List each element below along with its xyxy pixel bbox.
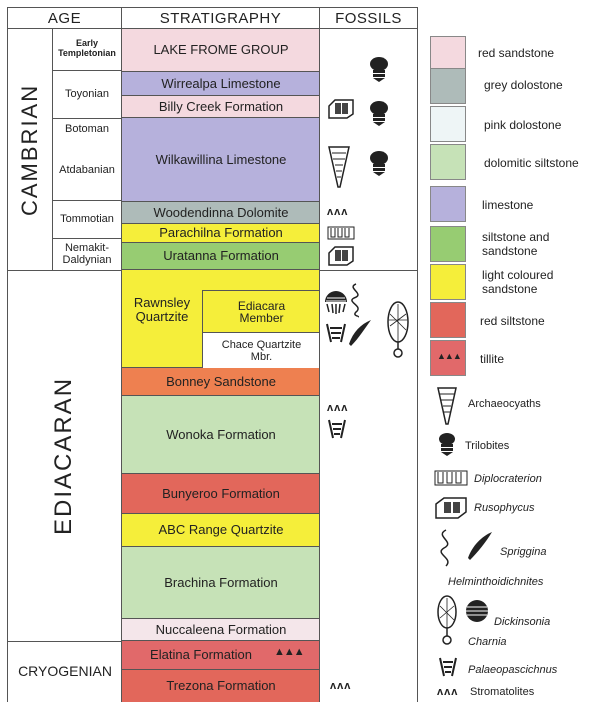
legend-rusophycus: Rusophycus bbox=[474, 502, 535, 514]
rock-legend: red sandstone grey dolostone pink dolost… bbox=[430, 36, 589, 416]
tillite-icon: ▲▲▲ bbox=[437, 351, 461, 361]
legend-spriggina: Spriggina bbox=[500, 546, 546, 558]
legend-dickinsonia: Dickinsonia bbox=[494, 616, 550, 628]
stromatolite-icon: ʌʌʌ bbox=[437, 686, 458, 698]
legend-swatch bbox=[430, 302, 466, 338]
age-header: AGE bbox=[7, 7, 122, 29]
trilobite-icon bbox=[369, 150, 389, 176]
era-cryogenian: CRYOGENIAN bbox=[9, 641, 121, 701]
legend-swatch bbox=[430, 36, 466, 72]
legend-swatch bbox=[430, 68, 466, 104]
rusophycus-icon bbox=[434, 496, 468, 520]
trilobite-icon bbox=[438, 432, 456, 456]
helminthoidichnites-icon bbox=[344, 282, 370, 318]
trilobite-icon bbox=[369, 56, 389, 82]
dickinsonia-icon bbox=[464, 598, 490, 624]
stage-botoman: Botoman bbox=[53, 118, 121, 140]
legend-swatch bbox=[430, 144, 466, 180]
legend-trilobites: Trilobites bbox=[465, 440, 509, 452]
legend-diplocraterion: Diplocraterion bbox=[474, 473, 542, 485]
palaeopascichnus-icon bbox=[325, 322, 347, 344]
legend-label: grey dolostone bbox=[484, 78, 589, 92]
palaeopascichnus-icon bbox=[438, 656, 458, 678]
legend-swatch bbox=[430, 106, 466, 142]
legend-swatch bbox=[430, 226, 466, 262]
palaeopascichnus-icon bbox=[327, 418, 347, 440]
fossils-header: FOSSILS bbox=[320, 7, 418, 29]
stromatolite-icon: ʌʌʌ bbox=[327, 402, 348, 414]
stromatolite-icon: ʌʌʌ bbox=[327, 206, 348, 218]
legend-label: dolomitic siltstone bbox=[484, 156, 589, 170]
legend-swatch bbox=[430, 264, 466, 300]
legend-label: tillite bbox=[480, 352, 585, 366]
charnia-icon bbox=[386, 300, 410, 358]
trilobite-icon bbox=[369, 100, 389, 126]
stage-atdabanian: Atdabanian bbox=[53, 140, 121, 200]
diplocraterion-icon bbox=[434, 470, 468, 486]
strat-border bbox=[122, 29, 320, 702]
spriggina-icon bbox=[345, 318, 373, 348]
stage-nemakit: Nemakit- Daldynian bbox=[53, 238, 121, 270]
archaeocyath-icon bbox=[327, 145, 351, 189]
fossils-column bbox=[320, 29, 418, 702]
legend-swatch bbox=[430, 186, 466, 222]
stage-tommotian: Tommotian bbox=[53, 200, 121, 238]
era-ediacaran: EDIACARAN bbox=[9, 270, 119, 641]
legend-label: red siltstone bbox=[480, 314, 585, 328]
charnia-icon bbox=[436, 594, 458, 648]
rusophycus-icon bbox=[327, 245, 355, 267]
legend-label: siltstone and sandstone bbox=[482, 230, 557, 258]
legend-helminthoidichnites: Helminthoidichnites bbox=[448, 576, 543, 588]
helminthoidichnites-icon bbox=[432, 528, 460, 572]
legend-palaeopascichnus: Palaeopascichnus bbox=[468, 664, 557, 676]
legend-charnia: Charnia bbox=[468, 636, 507, 648]
spriggina-icon bbox=[464, 530, 494, 560]
stromatolite-icon: ʌʌʌ bbox=[330, 680, 351, 692]
stage-templetonian: Early Templetonian bbox=[53, 33, 121, 63]
stratigraphy-header: STRATIGRAPHY bbox=[122, 7, 320, 29]
legend-archaeocyaths: Archaeocyaths bbox=[468, 398, 541, 410]
legend-label: pink dolostone bbox=[484, 118, 589, 132]
legend-label: light coloured sandstone bbox=[482, 268, 562, 296]
legend-label: limestone bbox=[482, 198, 587, 212]
era-cambrian: CAMBRIAN bbox=[9, 29, 51, 270]
archaeocyath-icon bbox=[436, 386, 458, 426]
stage-toyonian: Toyonian bbox=[53, 70, 121, 118]
legend-label: red sandstone bbox=[478, 46, 588, 60]
diplocraterion-icon bbox=[327, 226, 355, 240]
legend-stromatolites: Stromatolites bbox=[470, 686, 534, 698]
rusophycus-icon bbox=[327, 98, 355, 120]
